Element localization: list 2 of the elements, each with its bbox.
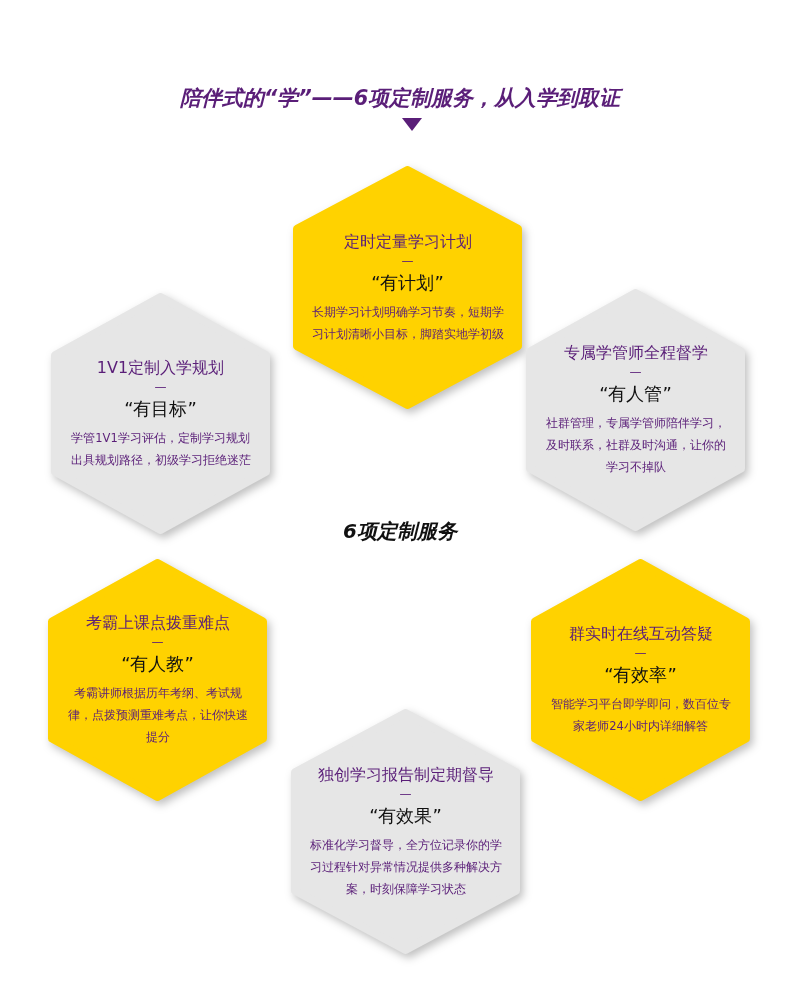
page-title: 陪伴式的“学”——6项定制服务，从入学到取证: [178, 85, 624, 112]
center-caption: 6项定制服务: [342, 518, 459, 545]
